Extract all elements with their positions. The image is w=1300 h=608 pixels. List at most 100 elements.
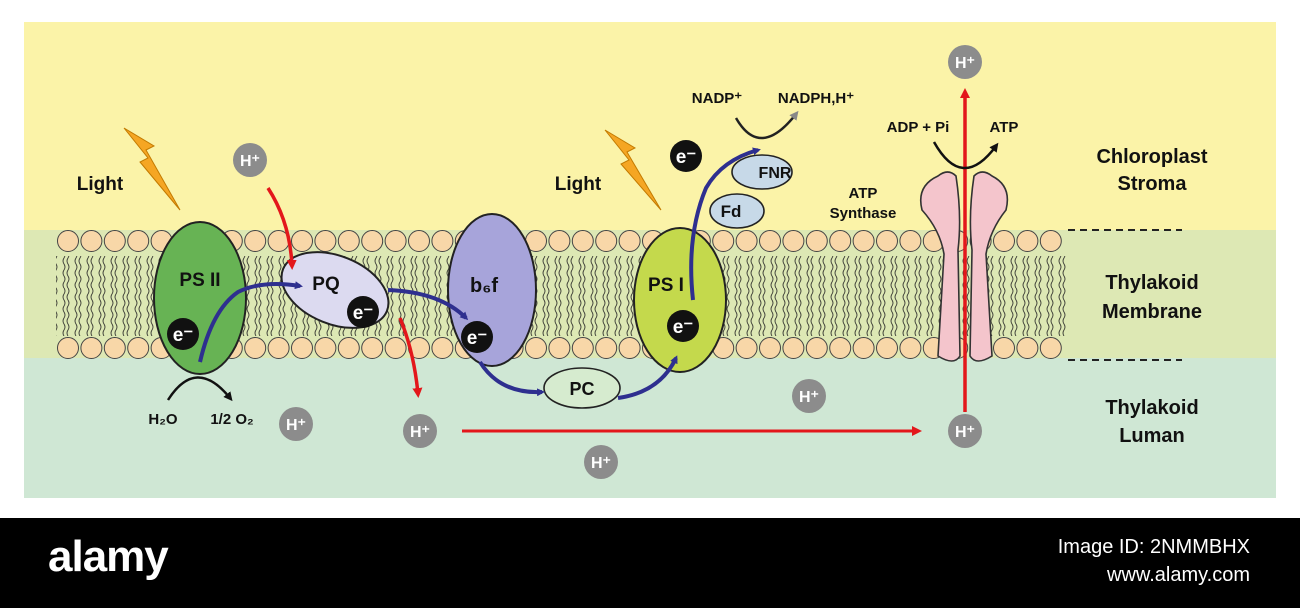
- image-id-label: Image ID: 2NMMBHX: [1057, 536, 1250, 558]
- lipid-head: [759, 337, 781, 359]
- nadp-label: NADP⁺: [692, 90, 743, 107]
- light-label-psi: Light: [555, 174, 602, 195]
- lipid-head: [782, 230, 805, 252]
- lipid-head: [361, 337, 384, 359]
- electron-badge-icon: e⁻: [347, 296, 379, 328]
- water-label: H₂O: [148, 411, 177, 428]
- water-splitting-arrow: [166, 376, 233, 402]
- fd-label: Fd: [721, 202, 742, 221]
- lipid-head: [103, 337, 126, 359]
- lipid-head: [548, 337, 571, 359]
- lipid-head: [993, 230, 1015, 252]
- lipid-head: [1039, 230, 1062, 252]
- electron-arrow-pq-to-b6f: [387, 288, 469, 321]
- nadph-label: NADPH,H⁺: [778, 90, 854, 107]
- svg-text:H⁺: H⁺: [955, 55, 975, 72]
- lipid-head: [782, 337, 805, 359]
- lipid-head: [595, 337, 618, 359]
- lipid-head: [244, 230, 267, 252]
- diagram-canvas: H⁺ H⁺ H⁺ H⁺ H⁺ H⁺ H⁺ e⁻ e⁻ e⁻ e⁻ e⁻ PS I…: [24, 22, 1276, 498]
- lipid-head: [57, 337, 79, 359]
- fnr-enzyme: [731, 154, 793, 190]
- electron-arrow-b6f-to-pc: [478, 360, 545, 397]
- lumen-region: [24, 358, 1276, 498]
- watermark-footer: alamy Image ID: 2NMMBHX www.alamy.com: [0, 518, 1300, 608]
- proton-badge-icon: H⁺: [792, 379, 826, 413]
- lightning-bolt-icon: [604, 129, 662, 211]
- plastocyanin: [543, 367, 621, 409]
- svg-text:H⁺: H⁺: [955, 424, 975, 441]
- lipid-head: [595, 230, 618, 252]
- lipid-head: [618, 337, 641, 359]
- lipid-head: [829, 337, 852, 359]
- lipid-head: [337, 230, 360, 252]
- svg-text:H⁺: H⁺: [591, 455, 611, 472]
- lipid-head: [852, 230, 875, 252]
- pq-label: PQ: [312, 274, 339, 295]
- lipid-head: [548, 230, 571, 252]
- lipid-head: [899, 337, 922, 359]
- lipid-head: [408, 230, 430, 252]
- proton-badge-icon: H⁺: [279, 407, 313, 441]
- psii-label: PS II: [179, 270, 220, 291]
- lipid-head: [829, 230, 852, 252]
- proton-badge-icon: H⁺: [233, 143, 267, 177]
- lipid-head: [876, 337, 898, 359]
- lipid-head: [431, 337, 454, 359]
- proton-badge-icon: H⁺: [948, 45, 982, 79]
- proton-badge-icon: H⁺: [403, 414, 437, 448]
- electron-badge-icon: e⁻: [670, 140, 702, 172]
- lipid-head: [571, 230, 594, 252]
- svg-text:e⁻: e⁻: [676, 147, 697, 168]
- lipid-head: [384, 230, 407, 252]
- electron-arrow-psii-to-pq: [198, 281, 303, 363]
- lipid-head: [805, 337, 828, 359]
- lipid-head: [127, 337, 150, 359]
- atp-synthesis-arrow: [932, 141, 999, 170]
- lightning-bolt-icon: [123, 127, 181, 211]
- electron-arrow-psi-to-fnr: [689, 147, 761, 301]
- lumen-label-line2: Luman: [1119, 425, 1185, 447]
- lipid-head: [314, 337, 337, 359]
- pc-label: PC: [569, 379, 594, 399]
- electron-badge-icon: e⁻: [167, 318, 199, 350]
- lipid-head: [712, 230, 735, 252]
- svg-text:H⁺: H⁺: [240, 153, 260, 170]
- svg-text:e⁻: e⁻: [173, 325, 194, 346]
- electron-badge-icon: e⁻: [461, 321, 493, 353]
- b6f-label: b₆f: [470, 275, 498, 297]
- svg-text:e⁻: e⁻: [467, 328, 488, 349]
- lipid-head: [899, 230, 922, 252]
- electron-badge-icon: e⁻: [667, 310, 699, 342]
- lumen-label-line1: Thylakoid: [1105, 397, 1198, 419]
- lipid-head: [852, 337, 875, 359]
- photosystem-i: [633, 227, 727, 373]
- lipid-head: [805, 230, 828, 252]
- lipid-head: [57, 230, 79, 252]
- stroma-region: [24, 22, 1276, 230]
- atp-synthase-label-line1: ATP: [849, 185, 878, 202]
- atp-synthase: [919, 171, 1009, 362]
- proton-badge-icon: H⁺: [584, 445, 618, 479]
- lipid-head: [1039, 337, 1062, 359]
- lipid-head: [571, 337, 594, 359]
- svg-text:e⁻: e⁻: [353, 303, 374, 324]
- lipid-head: [244, 337, 267, 359]
- lipid-head: [337, 337, 360, 359]
- atp-synthase-label-line2: Synthase: [830, 205, 897, 222]
- lipid-head: [618, 230, 641, 252]
- stroma-label-line2: Stroma: [1118, 173, 1188, 195]
- lipid-head: [314, 230, 337, 252]
- lipid-head: [1016, 230, 1039, 252]
- lipid-head: [291, 230, 313, 252]
- lipid-head: [127, 230, 150, 252]
- atp-label: ATP: [990, 119, 1019, 136]
- site-url-label: www.alamy.com: [1107, 564, 1250, 586]
- lipid-head: [431, 230, 454, 252]
- svg-text:H⁺: H⁺: [410, 424, 430, 441]
- lipid-head: [361, 230, 384, 252]
- membrane-label-line2: Membrane: [1102, 301, 1202, 323]
- proton-arrow-into-pq: [266, 187, 297, 270]
- lipid-head: [291, 337, 313, 359]
